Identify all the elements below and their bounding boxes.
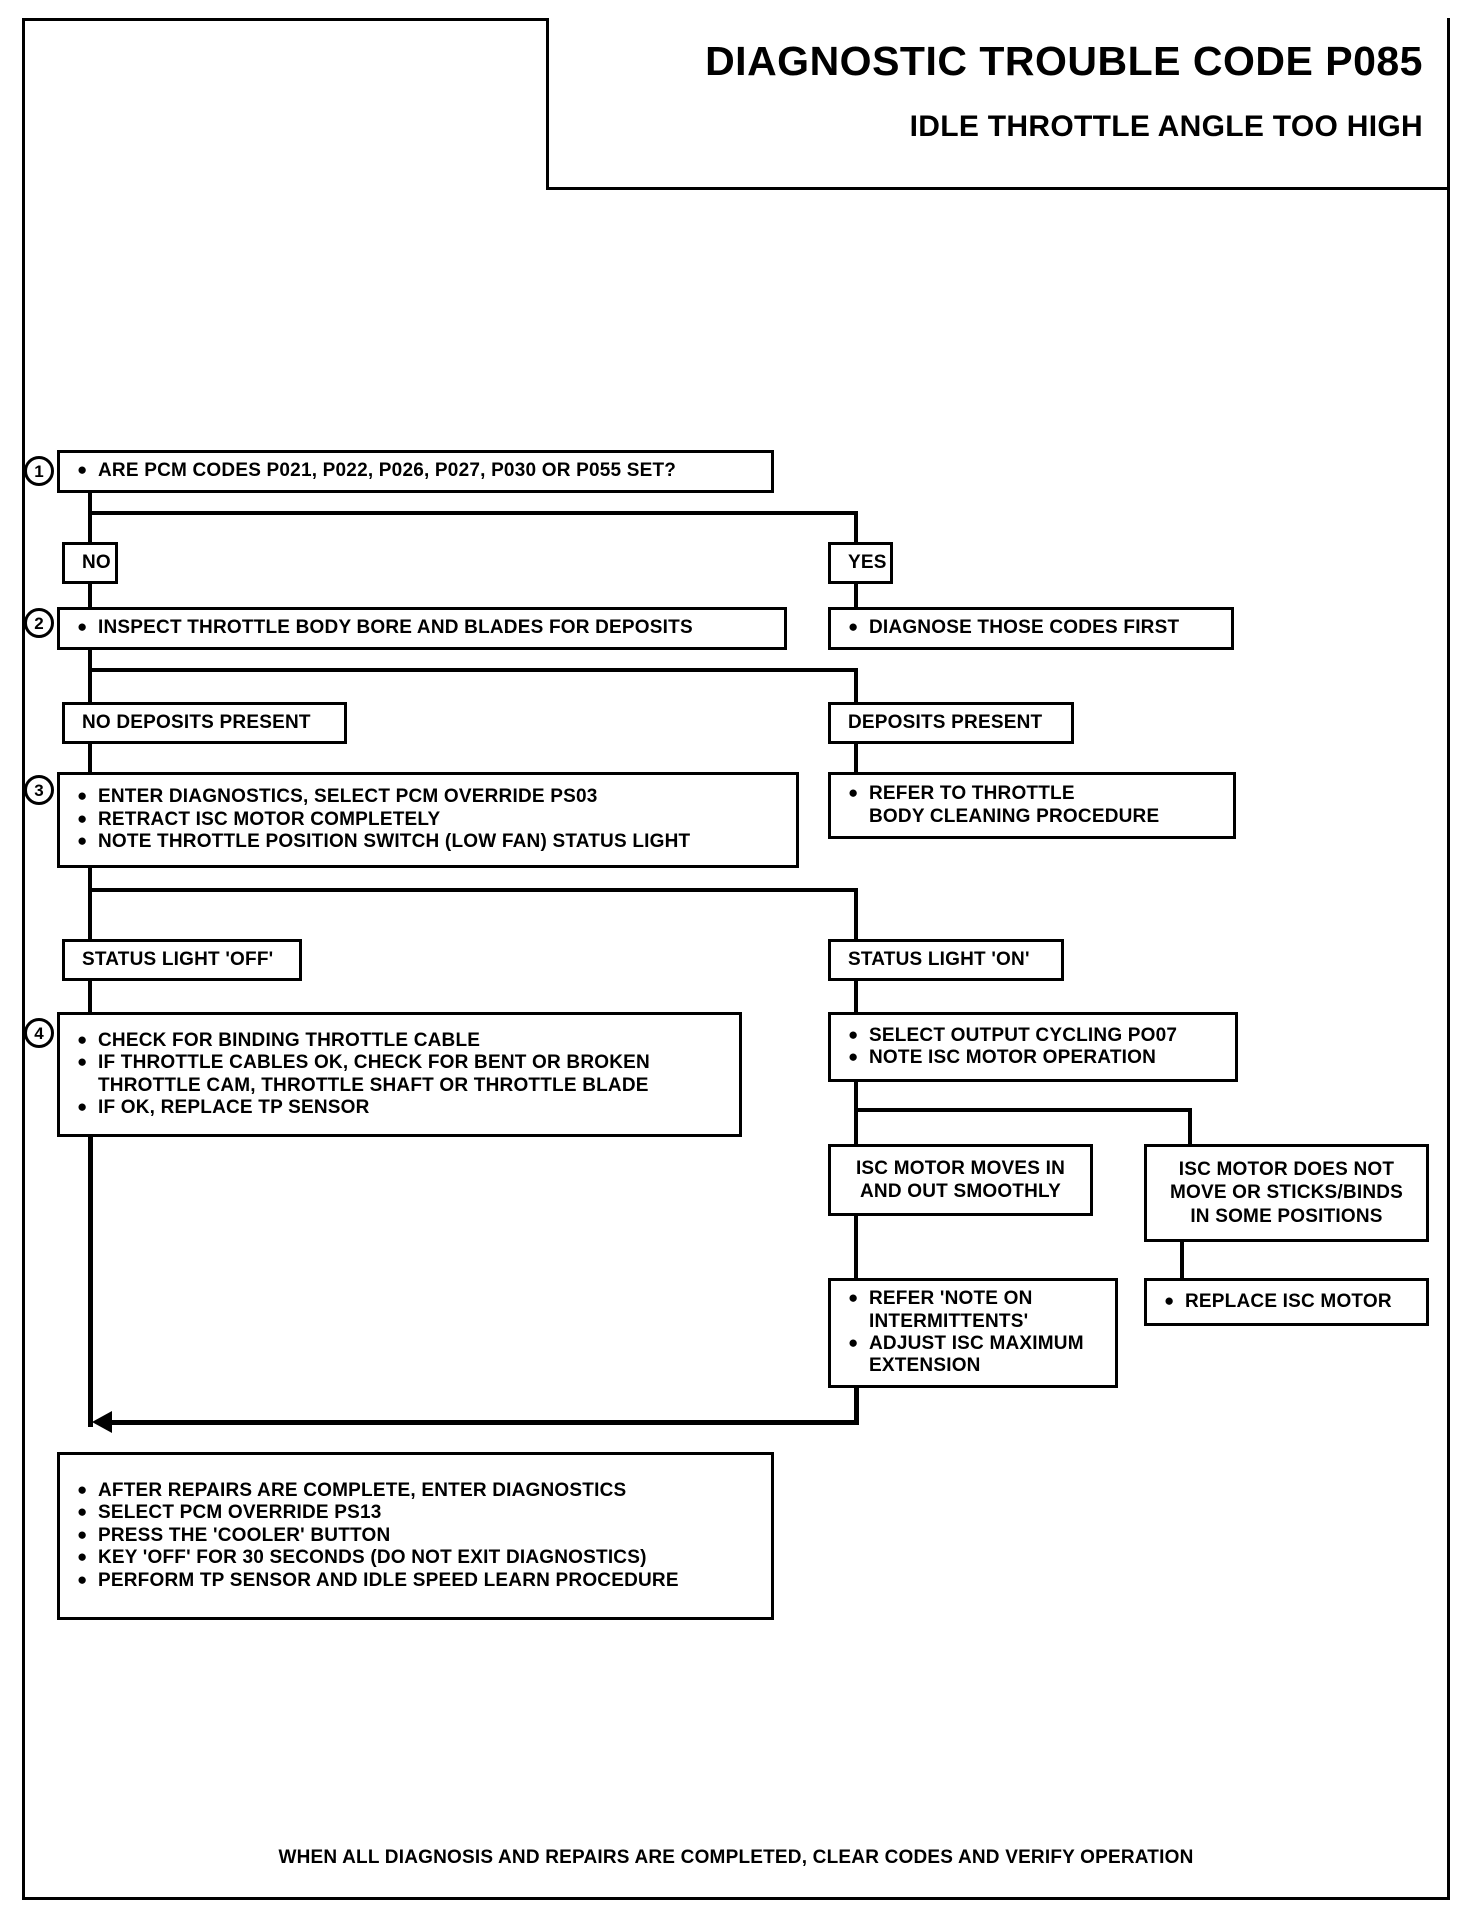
bullet-item: ● SELECT PCM OVERRIDE PS13 (68, 1502, 763, 1524)
connector-isc-sticks-down (1180, 1242, 1184, 1280)
bullet-item: ● ARE PCM CODES P021, P022, P026, P027, … (68, 460, 763, 482)
page-border-top (22, 18, 549, 21)
connector-isc-split-horizontal (854, 1108, 1192, 1112)
bullet-item: ● NOTE ISC MOTOR OPERATION (839, 1047, 1227, 1069)
bullet-item: ● NOTE THROTTLE POSITION SWITCH (LOW FAN… (68, 831, 788, 853)
connector-q2-to-deposits (854, 668, 858, 704)
connector-q1-down (88, 493, 92, 515)
bullet-icon: ● (848, 1333, 859, 1352)
bullet-icon: ● (77, 1547, 88, 1567)
bullet-item: ● SELECT OUTPUT CYCLING PO07 (839, 1025, 1227, 1047)
bullet-item: ● CHECK FOR BINDING THROTTLE CABLE (68, 1030, 731, 1052)
node-diagnose-those-codes-first: ● DIAGNOSE THOSE CODES FIRST (828, 607, 1234, 650)
bullet-icon: ● (77, 617, 88, 637)
bullet-item: ● AFTER REPAIRS ARE COMPLETE, ENTER DIAG… (68, 1480, 763, 1502)
connector-yes-down (854, 584, 858, 609)
bullet-icon: ● (77, 1052, 88, 1072)
node-no-deposits-present: NO DEPOSITS PRESENT (62, 702, 347, 744)
connector-isc-smooth-down (854, 1216, 858, 1280)
connector-to-isc-sticks (1188, 1108, 1192, 1146)
node-isc-moves-smoothly: ISC MOTOR MOVES IN AND OUT SMOOTHLY (828, 1144, 1093, 1216)
page-title: DIAGNOSTIC TROUBLE CODE P085 (705, 38, 1423, 84)
page-border-bottom (22, 1897, 1450, 1900)
connector-to-isc-smooth (854, 1108, 858, 1146)
step-number-1: 1 (24, 456, 54, 486)
connector-status-on-down (854, 981, 858, 1014)
node-isc-sticks-binds: ISC MOTOR DOES NOT MOVE OR STICKS/BINDS … (1144, 1144, 1429, 1242)
connector-no-down (88, 584, 92, 609)
connector-q1-to-yes (854, 511, 858, 544)
connector-no-deposits-down (88, 744, 92, 774)
connector-q3-to-status-on (854, 888, 858, 941)
bullet-item: ● KEY 'OFF' FOR 30 SECONDS (DO NOT EXIT … (68, 1547, 763, 1569)
step-number-4: 4 (24, 1018, 54, 1048)
connector-q1-horizontal (88, 511, 858, 515)
node-intermittents: ● REFER 'NOTE ON INTERMITTENTS' ● ADJUST… (828, 1278, 1118, 1388)
bullet-item: ● INSPECT THROTTLE BODY BORE AND BLADES … (68, 617, 776, 639)
bullet-icon: ● (77, 1096, 88, 1116)
bullet-icon: ● (77, 1479, 88, 1499)
page-border-right (1447, 18, 1450, 1900)
bullet-icon: ● (848, 1024, 859, 1044)
node-output-cycling: ● SELECT OUTPUT CYCLING PO07 ● NOTE ISC … (828, 1012, 1238, 1082)
title-block: DIAGNOSTIC TROUBLE CODE P085 IDLE THROTT… (546, 18, 1447, 190)
node-q4: ● CHECK FOR BINDING THROTTLE CABLE ● IF … (57, 1012, 742, 1137)
node-q2: ● INSPECT THROTTLE BODY BORE AND BLADES … (57, 607, 787, 650)
bullet-icon: ● (77, 1524, 88, 1544)
step-number-3: 3 (24, 775, 54, 805)
connector-q4-trunk (88, 1137, 93, 1427)
node-throttle-body-cleaning: ● REFER TO THROTTLE BODY CLEANING PROCED… (828, 772, 1236, 839)
bullet-item: ● REFER TO THROTTLE BODY CLEANING PROCED… (839, 783, 1225, 828)
node-q3: ● ENTER DIAGNOSTICS, SELECT PCM OVERRIDE… (57, 772, 799, 868)
bullet-icon: ● (848, 1047, 859, 1066)
connector-q3-horizontal (88, 888, 858, 892)
page-border-left (22, 18, 25, 1900)
connector-deposits-down (854, 744, 858, 774)
page-subtitle: IDLE THROTTLE ANGLE TOO HIGH (909, 110, 1423, 143)
footer-note: WHEN ALL DIAGNOSIS AND REPAIRS ARE COMPL… (278, 1847, 1194, 1868)
node-final-repairs: ● AFTER REPAIRS ARE COMPLETE, ENTER DIAG… (57, 1452, 774, 1620)
node-replace-isc-motor: ● REPLACE ISC MOTOR (1144, 1278, 1429, 1326)
bullet-icon: ● (77, 786, 88, 806)
bullet-icon: ● (77, 460, 88, 480)
node-q1: ● ARE PCM CODES P021, P022, P026, P027, … (57, 450, 774, 493)
bullet-icon: ● (848, 783, 859, 803)
bullet-item: ● REPLACE ISC MOTOR (1155, 1291, 1418, 1313)
bullet-item: ● REFER 'NOTE ON INTERMITTENTS' (839, 1288, 1107, 1333)
connector-merge-horizontal (108, 1420, 859, 1425)
connector-q3-down (88, 868, 92, 892)
bullet-item: ● IF OK, REPLACE TP SENSOR (68, 1097, 731, 1119)
connector-q3-to-status-off (88, 888, 92, 941)
bullet-item: ● RETRACT ISC MOTOR COMPLETELY (68, 809, 788, 831)
bullet-icon: ● (848, 617, 859, 637)
bullet-icon: ● (77, 1569, 88, 1589)
connector-status-off-down (88, 981, 92, 1014)
node-branch-yes: YES (828, 542, 893, 584)
step-number-2: 2 (24, 608, 54, 638)
node-deposits-present: DEPOSITS PRESENT (828, 702, 1074, 744)
bullet-icon: ● (848, 1288, 859, 1308)
node-branch-no: NO (62, 542, 118, 584)
bullet-item: ● ENTER DIAGNOSTICS, SELECT PCM OVERRIDE… (68, 786, 788, 808)
bullet-icon: ● (77, 1502, 88, 1522)
bullet-item: ● ADJUST ISC MAXIMUM EXTENSION (839, 1333, 1107, 1378)
bullet-item: ● IF THROTTLE CABLES OK, CHECK FOR BENT … (68, 1052, 731, 1097)
bullet-item: ● PRESS THE 'COOLER' BUTTON (68, 1525, 763, 1547)
bullet-item: ● PERFORM TP SENSOR AND IDLE SPEED LEARN… (68, 1570, 763, 1592)
merge-arrow-icon (92, 1411, 112, 1433)
node-status-light-on: STATUS LIGHT 'ON' (828, 939, 1064, 981)
node-status-light-off: STATUS LIGHT 'OFF' (62, 939, 302, 981)
bullet-icon: ● (1164, 1290, 1175, 1310)
bullet-icon: ● (77, 808, 88, 828)
connector-q1-to-no (88, 511, 92, 544)
connector-q2-horizontal (88, 668, 858, 672)
bullet-icon: ● (77, 831, 88, 851)
connector-q2-down (88, 650, 92, 672)
connector-q2-to-no-deposits (88, 668, 92, 704)
connector-intermittents-down (854, 1388, 859, 1424)
connector-output-cycling-down (854, 1082, 858, 1112)
bullet-icon: ● (77, 1029, 88, 1049)
bullet-item: ● DIAGNOSE THOSE CODES FIRST (839, 617, 1223, 639)
